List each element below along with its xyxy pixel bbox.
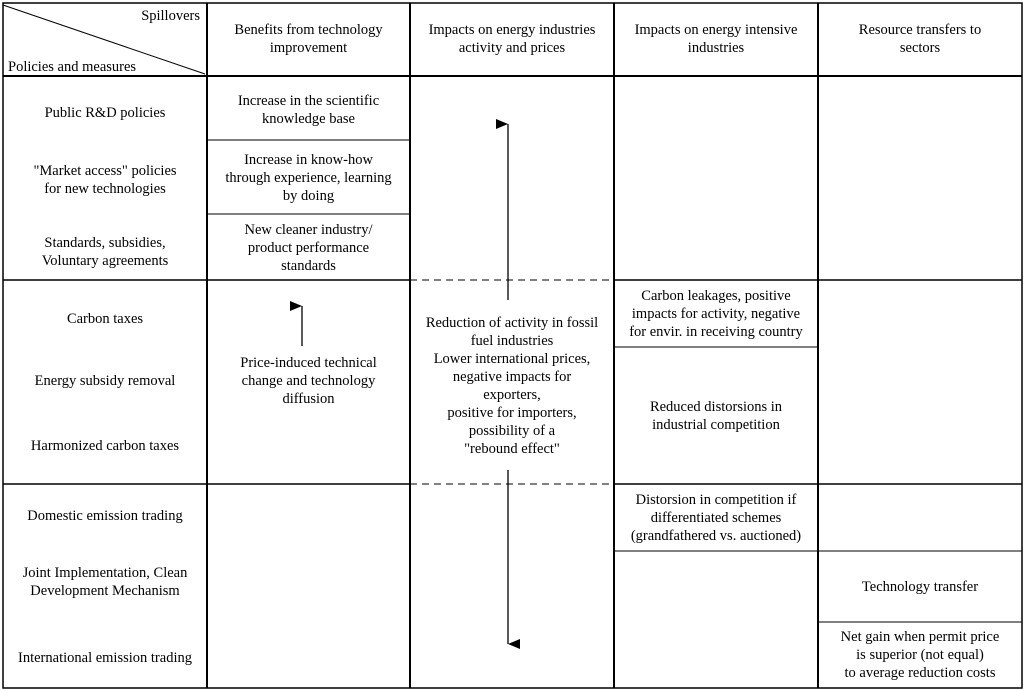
cell-cleaner-standards: New cleaner industry/ product performanc… xyxy=(244,221,373,274)
cell-price-induced-change: Price-induced technical change and techn… xyxy=(240,355,377,407)
row-label-international-trading: International emission trading xyxy=(18,650,192,666)
cell-carbon-leakages: Carbon leakages, positive impacts for ac… xyxy=(629,288,803,340)
header-spillovers-label: Spillovers xyxy=(141,8,200,24)
header-policies-label: Policies and measures xyxy=(8,59,137,75)
row-label-market-access: "Market access" policies for new technol… xyxy=(33,163,177,197)
row-label-joint-implementation: Joint Implementation, Clean Development … xyxy=(22,565,188,599)
row-label-standards: Standards, subsidies, Voluntary agreemen… xyxy=(41,235,169,269)
cell-fossil-fuel-impacts: Reduction of activity in fossil fuel ind… xyxy=(425,315,599,457)
cell-scientific-knowledge: Increase in the scientific knowledge bas… xyxy=(237,93,380,127)
cell-competition-distorsion: Distorsion in competition if differentia… xyxy=(630,492,802,544)
cell-technology-transfer: Technology transfer xyxy=(861,579,979,595)
cell-net-gain: Net gain when permit price is superior (… xyxy=(840,629,1000,681)
row-label-public-rd: Public R&D policies xyxy=(44,105,166,121)
row-label-harmonized-taxes: Harmonized carbon taxes xyxy=(30,438,180,454)
column-header-energy-intensive: Impacts on energy intensive industries xyxy=(634,22,798,56)
row-label-energy-subsidy: Energy subsidy removal xyxy=(34,373,176,389)
cell-reduced-distorsions: Reduced distorsions in industrial compet… xyxy=(649,398,783,433)
column-header-benefits: Benefits from technology improvement xyxy=(234,22,383,56)
row-label-carbon-taxes: Carbon taxes xyxy=(66,311,144,327)
cell-know-how: Increase in know-how through experience,… xyxy=(225,151,392,204)
header-diagonal xyxy=(2,4,206,75)
row-label-domestic-trading: Domestic emission trading xyxy=(27,508,183,524)
column-header-energy-industries: Impacts on energy industries activity an… xyxy=(428,22,596,56)
column-header-resource-transfers: Resource transfers to sectors xyxy=(858,22,982,56)
